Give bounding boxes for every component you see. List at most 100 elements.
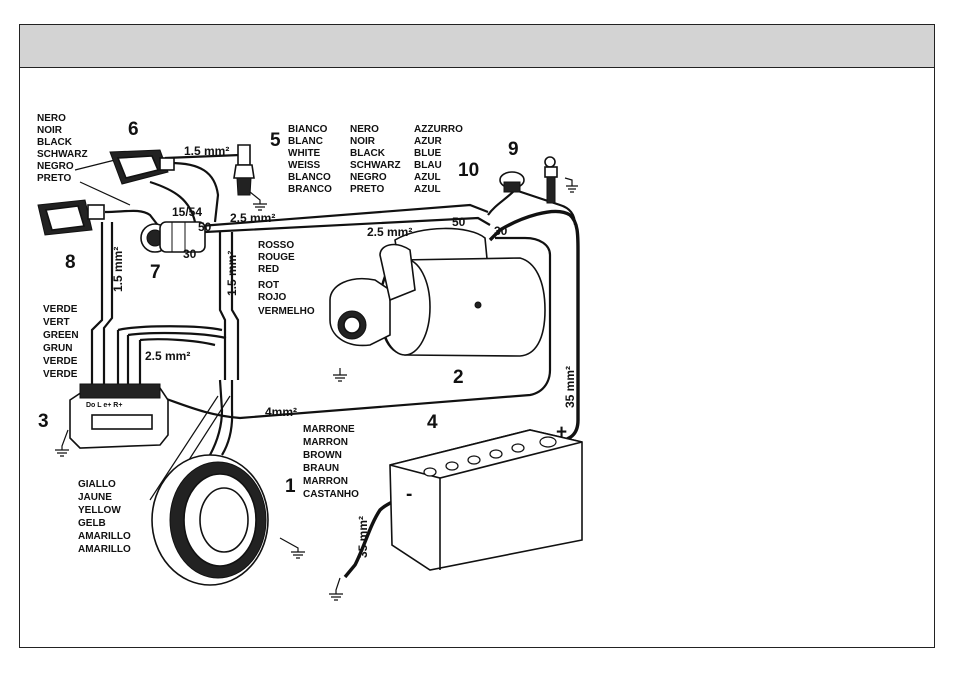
colour-label: MARRONE [303, 424, 355, 435]
terminal-plus: + [556, 422, 567, 443]
colour-label: WEISS [288, 160, 321, 171]
colour-label-green: VERDE VERT GREEN GRUN VERDE VERDE [43, 304, 79, 380]
voltage-regulator-3: Do L e+ R+ [69, 383, 169, 449]
colour-label: SCHWARZ [37, 149, 88, 160]
colour-label-black-mid: NERO NOIR BLACK SCHWARZ NEGRO PRETO [350, 124, 401, 195]
terminal-15-54: 15/54 [172, 205, 202, 219]
colour-label: BLACK [37, 137, 73, 148]
colour-label: ROJO [258, 292, 287, 303]
number-4: 4 [427, 412, 438, 433]
ground-symbol-9 [564, 177, 578, 193]
colour-label-red: ROSSO ROUGE RED ROT ROJO VERMELHO [258, 240, 315, 317]
colour-label: WHITE [288, 148, 321, 159]
colour-label: VERMELHO [258, 306, 315, 317]
colour-label-white: BIANCO BLANC WHITE WEISS BLANCO BRANCO [288, 124, 332, 195]
number-7: 7 [150, 262, 161, 283]
colour-label: ROT [258, 280, 279, 291]
colour-label: VERDE [43, 356, 78, 367]
colour-label-blue: AZZURRO AZUR BLUE BLAU AZUL AZUL [414, 124, 463, 195]
ground-symbol-2 [333, 368, 347, 382]
terminal-50-starter: 50 [452, 215, 466, 229]
wire-size-label: 35 mm² [563, 366, 577, 408]
terminal-30-starter: 30 [494, 224, 508, 238]
number-9: 9 [508, 139, 519, 160]
wire-size-label: 1.5 mm² [184, 144, 229, 158]
colour-label: JAUNE [78, 492, 112, 503]
colour-label: AMARILLO [78, 544, 131, 555]
wire-size-label: 1.5 mm² [225, 251, 239, 296]
wire-size-label: 4mm² [265, 405, 297, 419]
colour-label-brown: MARRONE MARRON BROWN BRAUN MARRON CASTAN… [303, 424, 359, 500]
number-6: 6 [128, 119, 139, 140]
alternator-1 [151, 454, 269, 586]
wire-size-label: 2.5 mm² [145, 349, 190, 363]
pressure-switch-10 [499, 171, 525, 193]
number-2: 2 [453, 367, 464, 388]
colour-label: CASTANHO [303, 489, 359, 500]
component-numbers: 1 2 3 4 5 6 7 8 9 10 [38, 119, 519, 497]
number-3: 3 [38, 411, 49, 432]
colour-label: NERO [37, 113, 66, 124]
colour-label: AZZURRO [414, 124, 463, 135]
battery-4 [389, 429, 583, 571]
colour-label: BIANCO [288, 124, 328, 135]
sender-9 [544, 156, 558, 204]
number-5: 5 [270, 130, 281, 151]
regulator-marking: Do L e+ R+ [86, 402, 122, 409]
colour-label: GIALLO [78, 479, 116, 490]
colour-label: GREEN [43, 330, 79, 341]
number-8: 8 [65, 252, 76, 273]
terminal-50-key: 50 [198, 220, 212, 234]
connector-8 [37, 199, 105, 236]
colour-label: PRETO [37, 173, 71, 184]
colour-label: NOIR [37, 125, 63, 136]
colour-label: MARRON [303, 476, 348, 487]
wire-size-label: 2.5 mm² [367, 225, 412, 239]
key-switch-7 [140, 221, 206, 253]
colour-label-black-left: NERO NOIR BLACK SCHWARZ NEGRO PRETO [37, 113, 88, 184]
colour-label: VERDE [43, 304, 78, 315]
wire-size-label: 35 mm² [356, 516, 370, 558]
colour-label: BLAU [414, 160, 442, 171]
colour-label: GELB [78, 518, 106, 529]
colour-label: MARRON [303, 437, 348, 448]
colour-label: NEGRO [37, 161, 74, 172]
colour-label: AZUR [414, 136, 443, 147]
colour-label: NERO [350, 124, 379, 135]
starter-motor-2 [329, 227, 546, 357]
colour-label: PRETO [350, 184, 384, 195]
colour-label: ROUGE [258, 252, 295, 263]
ground-symbol-battery [329, 577, 343, 601]
colour-label: BLANCO [288, 172, 331, 183]
colour-label-yellow: GIALLO JAUNE YELLOW GELB AMARILLO AMARIL… [78, 479, 131, 555]
connector-6 [109, 149, 175, 185]
ground-symbol-5 [249, 191, 267, 211]
colour-label: SCHWARZ [350, 160, 401, 171]
colour-label: BLANC [288, 136, 323, 147]
colour-label: BRANCO [288, 184, 332, 195]
colour-label: AZUL [414, 184, 441, 195]
colour-label: RED [258, 264, 279, 275]
ground-symbol-3 [55, 429, 69, 457]
colour-label: AMARILLO [78, 531, 131, 542]
number-1: 1 [285, 476, 296, 497]
wire-size-label: 1.5 mm² [111, 247, 125, 292]
colour-label: ROSSO [258, 240, 294, 251]
wires [74, 153, 580, 579]
colour-label: BROWN [303, 450, 342, 461]
wire-size-label: 2.5 mm² [230, 211, 275, 225]
colour-label: AZUL [414, 172, 441, 183]
colour-label: NEGRO [350, 172, 387, 183]
ground-symbols [55, 177, 578, 601]
terminal-labels: 15/54 50 30 50 30 + - [172, 205, 567, 505]
terminal-30-key: 30 [183, 247, 197, 261]
header-bar [20, 25, 934, 68]
temp-sender-5 [233, 144, 255, 196]
colour-label: BRAUN [303, 463, 339, 474]
colour-label: NOIR [350, 136, 376, 147]
number-10: 10 [458, 160, 479, 181]
ground-symbol-1 [279, 537, 305, 559]
colour-label: VERDE [43, 369, 78, 380]
colour-label: GRUN [43, 343, 72, 354]
